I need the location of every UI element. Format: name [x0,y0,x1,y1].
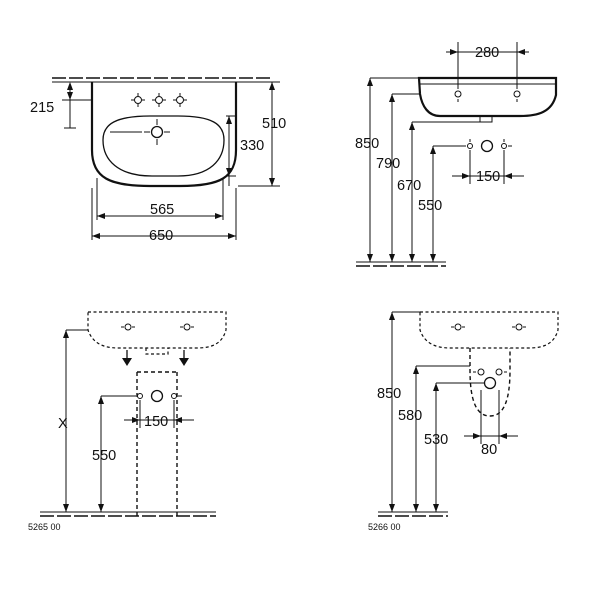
basin-front [87,311,227,349]
basin-side [417,76,558,118]
dim-x: X [58,416,68,432]
supply-connection-icon [473,368,507,390]
dim-550: 550 [92,448,116,464]
dim-150: 150 [144,414,168,430]
tap-hole-icon [131,93,187,107]
dim-580: 580 [398,408,422,424]
dim-850: 850 [377,386,401,402]
dim-530: 530 [424,432,448,448]
plan-view: 215 330 510 565 650 [30,77,286,244]
dim-550: 550 [418,198,442,214]
basin-bowl [102,115,225,177]
front-view-pedestal: 150 X 550 5265 00 [28,311,227,532]
basin-outline [90,82,238,188]
tap-hole-icon [451,323,526,331]
dim-565: 565 [150,202,174,218]
side-elevation: 280 150 850 [355,42,558,267]
supply-connection-icon [462,139,512,153]
dim-790: 790 [376,156,400,172]
product-code: 5266 00 [368,522,401,532]
dim-150: 150 [476,169,500,185]
dim-510: 510 [262,116,286,132]
semi-pedestal [469,348,511,417]
front-view-semi-pedestal: 80 850 580 530 5266 00 [368,311,559,532]
drain-icon [144,119,170,145]
arrow-down-icon [122,350,189,366]
dim-670: 670 [397,178,421,194]
dim-650: 650 [149,228,173,244]
basin-front [419,311,559,349]
tap-hole-icon [454,86,521,102]
product-code: 5265 00 [28,522,61,532]
pedestal-column [136,371,178,516]
tap-hole-icon [121,323,194,331]
waste-outlet [479,115,493,123]
supply-connection-icon [132,389,182,403]
dim-80: 80 [481,442,497,458]
dim-280: 280 [475,45,499,61]
dim-330: 330 [240,138,264,154]
dim-850: 850 [355,136,379,152]
dim-215: 215 [30,100,54,116]
